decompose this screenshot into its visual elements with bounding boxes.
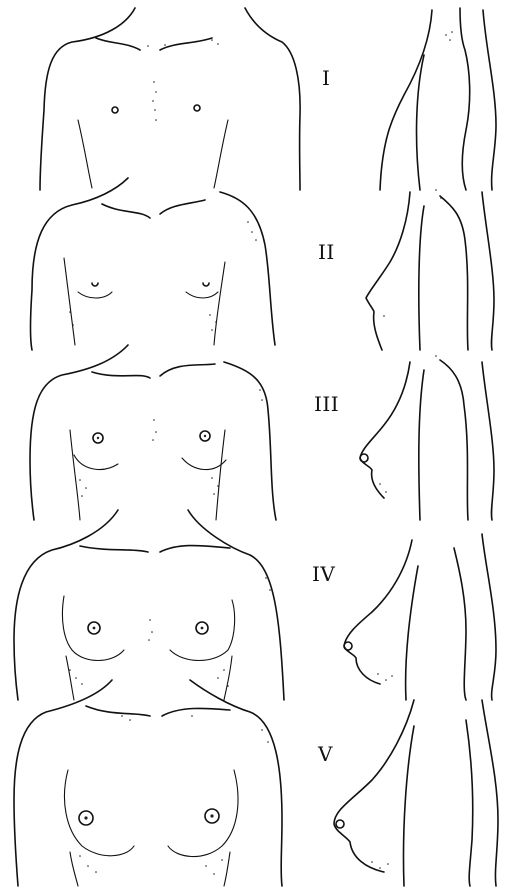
stage-label-3: III [314,392,339,416]
stage-3-front-view [30,345,276,520]
stage-1-front-view [40,8,300,190]
stage-4-side-view [344,534,496,700]
stage-label-2: II [318,240,335,264]
stage-1-side-view [380,8,496,190]
stage-2-front-view [31,178,276,350]
stage-5-side-view [334,700,498,886]
stage-label-1: I [322,66,330,90]
stage-label-5: V [318,742,333,766]
stage-2-side-view [366,189,494,350]
stage-label-4: IV [312,562,335,586]
stage-3-side-view [360,355,494,520]
stage-4-front-view [14,510,284,700]
stage-5-front-view [14,680,282,886]
